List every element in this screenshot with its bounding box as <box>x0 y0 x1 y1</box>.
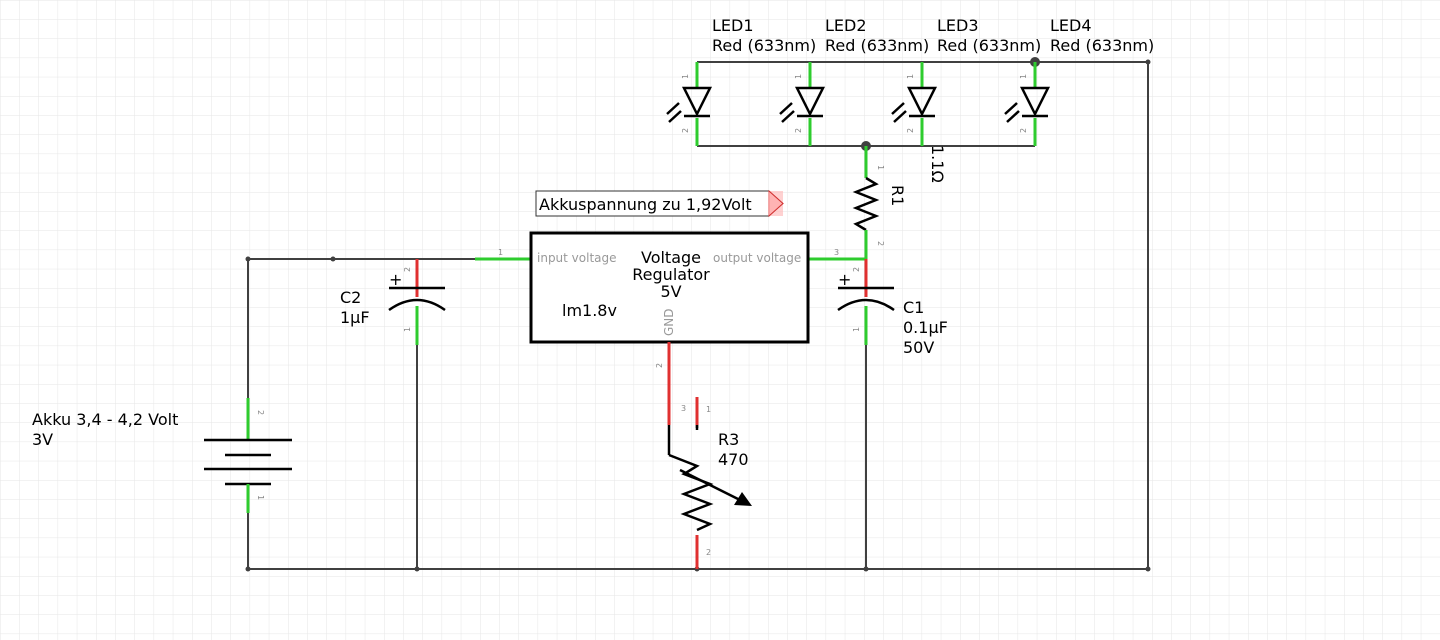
voltage-regulator[interactable]: 1 3 2 input voltage output voltage GND V… <box>475 231 866 425</box>
regulator-pin-3: 3 <box>834 248 839 257</box>
regulator-input-label: input voltage <box>537 251 617 265</box>
net-label-text: Akkuspannung zu 1,92Volt <box>539 195 752 214</box>
led-4-pin-2: 2 <box>1019 128 1028 133</box>
led-3-value: Red (633nm) <box>937 36 1041 55</box>
c1-voltage: 50V <box>903 338 934 357</box>
regulator-gnd-label: GND <box>662 308 676 336</box>
c1-name: C1 <box>903 298 924 317</box>
led-1-pin-2: 2 <box>681 128 690 133</box>
c2-polarity: + <box>389 270 402 289</box>
led-array: 1 2 1 2 1 2 <box>666 16 1154 146</box>
r3-name: R3 <box>718 430 739 449</box>
c1-value: 0.1µF <box>903 318 948 337</box>
led-2-value: Red (633nm) <box>825 36 929 55</box>
regulator-output-label: output voltage <box>713 251 801 265</box>
led-1-pin-1: 1 <box>681 74 690 79</box>
battery-pin-2: 2 <box>256 410 265 415</box>
battery-value: 3V <box>32 430 53 449</box>
c2-pin-1: 1 <box>403 327 412 332</box>
r3-value: 470 <box>718 450 749 469</box>
led-1-name: LED1 <box>712 16 754 35</box>
r3-pin-1: 1 <box>706 405 711 414</box>
regulator-title-1: Voltage <box>641 248 701 267</box>
c1-pin-1: 1 <box>852 327 861 332</box>
resistor-r1[interactable]: 1 2 R1 1.1Ω <box>852 145 947 259</box>
regulator-pin-2: 2 <box>655 363 664 368</box>
led-1[interactable]: 1 2 <box>666 62 713 146</box>
led-2-pin-1: 1 <box>794 74 803 79</box>
led-1-value: Red (633nm) <box>712 36 816 55</box>
r1-pin-2: 2 <box>876 241 885 246</box>
regulator-title-3: 5V <box>660 282 681 301</box>
led-3-pin-2: 2 <box>906 128 915 133</box>
regulator-pin-1: 1 <box>498 248 503 257</box>
c2-name: C2 <box>340 288 361 307</box>
c2-pin-2: 2 <box>403 267 412 272</box>
c2-value: 1µF <box>340 308 370 327</box>
r3-pin-2: 2 <box>706 548 711 557</box>
c1-polarity: + <box>838 270 851 289</box>
regulator-title-2: Regulator <box>632 265 710 284</box>
r3-pin-3: 3 <box>681 404 686 413</box>
regulator-part: lm1.8v <box>562 301 617 320</box>
led-3-name: LED3 <box>937 16 979 35</box>
led-4-pin-1: 1 <box>1019 74 1028 79</box>
capacitor-c2[interactable]: + 2 1 C2 1µF <box>340 259 446 345</box>
battery[interactable]: 2 1 Akku 3,4 - 4,2 Volt 3V <box>32 398 292 513</box>
r1-name: R1 <box>888 185 907 206</box>
potentiometer-r3[interactable]: 3 1 2 R3 470 <box>667 397 752 569</box>
led-2-pin-2: 2 <box>794 128 803 133</box>
r1-value: 1.1Ω <box>928 145 947 183</box>
battery-pin-1: 1 <box>256 495 265 500</box>
capacitor-c1[interactable]: + 2 1 C1 0.1µF 50V <box>837 259 948 357</box>
led-2[interactable]: 1 2 <box>779 62 826 146</box>
r1-pin-1: 1 <box>876 165 885 170</box>
c1-pin-2: 2 <box>852 267 861 272</box>
led-3[interactable]: 1 2 <box>891 62 938 146</box>
net-label[interactable]: Akkuspannung zu 1,92Volt <box>535 189 784 218</box>
led-3-pin-1: 1 <box>906 74 915 79</box>
led-4-name: LED4 <box>1050 16 1092 35</box>
led-2-name: LED2 <box>825 16 867 35</box>
battery-name: Akku 3,4 - 4,2 Volt <box>32 410 178 429</box>
led-4[interactable]: 1 2 <box>1004 62 1051 146</box>
led-4-value: Red (633nm) <box>1050 36 1154 55</box>
